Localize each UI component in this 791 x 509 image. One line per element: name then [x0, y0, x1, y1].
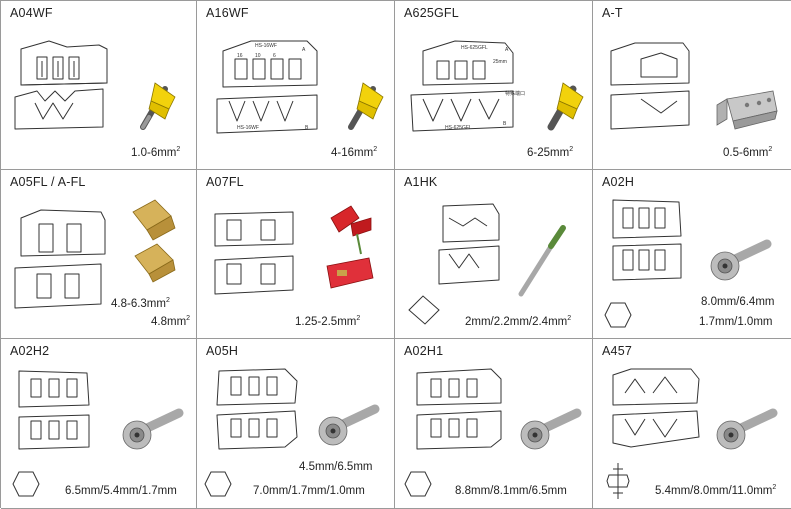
svg-text:B: B: [305, 125, 309, 131]
size-label: 7.0mm/1.7mm/1.0mm: [253, 485, 365, 497]
die-code: A16WF: [206, 6, 249, 20]
die-cell-a1hk: A1HK 2mm/2.2mm/2.4mm2: [395, 170, 593, 339]
size-label: 1.0-6mm2: [131, 146, 181, 159]
size-label: 8.0mm/6.4mm: [701, 296, 775, 308]
square-profile-icon: [408, 295, 440, 325]
ferrule-icon: [348, 82, 384, 130]
size-label: 4.5mm/6.5mm: [299, 461, 373, 473]
svg-text:A: A: [302, 47, 306, 53]
crimp-profile-icon: [606, 463, 630, 499]
size-label: 6-25mm2: [527, 146, 574, 159]
crimp-die-icon: [416, 368, 502, 450]
size-label: 5.4mm/8.0mm/11.0mm2: [655, 484, 777, 497]
size-label: 6.5mm/5.4mm/1.7mm: [65, 485, 177, 497]
die-code: A02H: [602, 175, 635, 189]
size-label: 0.5-6mm2: [723, 146, 773, 159]
size-label: 4.8mm2: [151, 315, 191, 328]
die-cell-a625gfl: A625GFL HS-625GFL A 25mm HS-625GFL B 特殊端…: [395, 1, 593, 170]
bnc-connector-icon: [520, 408, 582, 450]
ferrule-icon: [140, 82, 176, 130]
die-code: A1HK: [404, 175, 438, 189]
hex-profile-icon: [204, 471, 232, 497]
crimp-die-icon: [14, 40, 108, 130]
svg-text:6: 6: [273, 53, 276, 59]
svg-text:特殊端口: 特殊端口: [505, 90, 525, 97]
ferrule-icon: [547, 82, 584, 131]
die-code: A02H2: [10, 344, 50, 358]
die-cell-a07fl: A07FL 1.25-2.5mm2: [197, 170, 395, 339]
crimp-die-icon: [612, 199, 682, 281]
crimp-die-icon: [216, 368, 298, 450]
die-cell-a16wf: A16WF HS-16WF A 16 10 6 HS-16WF B 4-16mm…: [197, 1, 395, 170]
svg-text:25mm: 25mm: [493, 59, 507, 65]
hex-profile-icon: [604, 302, 632, 328]
pin-contact-icon: [518, 225, 566, 297]
svg-text:HS-16WF: HS-16WF: [255, 43, 277, 49]
crimp-die-icon: HS-625GFL A 25mm HS-625GFL B 特殊端口: [410, 40, 525, 132]
die-cell-a05fl: A05FL / A-FL 4.8-6.3mm2 4.8mm2: [1, 170, 197, 339]
bnc-connector-icon: [716, 408, 778, 450]
crimp-die-icon: [14, 209, 106, 309]
bnc-connector-icon: [710, 239, 772, 281]
die-cell-a05h: A05H 4.5mm/6.5mm 7.0mm/1.7mm/1.0mm: [197, 339, 395, 509]
tube-terminal-icon: [716, 90, 778, 130]
size-label: 1.25-2.5mm2: [295, 315, 361, 328]
die-code: A457: [602, 344, 632, 358]
die-cell-a457: A457 5.4mm/8.0mm/11.0mm2: [593, 339, 791, 509]
crimp-die-icon: [438, 203, 500, 285]
crimp-die-icon: [612, 368, 700, 448]
die-cell-a02h1: A02H1 8.8mm/8.1mm/6.5mm: [395, 339, 593, 509]
die-code: A04WF: [10, 6, 53, 20]
die-code: A07FL: [206, 175, 244, 189]
bnc-connector-icon: [122, 408, 184, 450]
svg-text:10: 10: [255, 53, 261, 59]
die-cell-a04wf: A04WF 1.0-6mm2: [1, 1, 197, 170]
size-label: 8.8mm/8.1mm/6.5mm: [455, 485, 567, 497]
spade-terminal-icon: [326, 205, 374, 289]
svg-text:HS-625GFL: HS-625GFL: [445, 125, 472, 131]
crimp-die-icon: HS-16WF A 16 10 6 HS-16WF B: [216, 40, 318, 134]
die-cell-a02h2: A02H2 6.5mm/5.4mm/1.7mm: [1, 339, 197, 509]
hex-profile-icon: [404, 471, 432, 497]
crimp-die-icon: [610, 42, 690, 130]
die-code: A625GFL: [404, 6, 459, 20]
svg-text:16: 16: [237, 53, 243, 59]
crimp-die-icon: [18, 370, 90, 450]
size-label: 4.8-6.3mm2: [111, 297, 170, 310]
die-code: A05H: [206, 344, 239, 358]
svg-text:HS-16WF: HS-16WF: [237, 125, 259, 131]
spade-terminal-icon: [132, 199, 176, 283]
die-code: A-T: [602, 6, 623, 20]
bnc-connector-icon: [318, 404, 380, 446]
size-label: 1.7mm/1.0mm: [699, 316, 773, 328]
hex-profile-icon: [12, 471, 40, 497]
svg-text:B: B: [503, 121, 507, 127]
crimp-die-icon: [214, 211, 294, 295]
size-label: 4-16mm2: [331, 146, 378, 159]
die-code: A02H1: [404, 344, 444, 358]
die-code: A05FL / A-FL: [10, 175, 86, 189]
die-cell-a02h: A02H 8.0mm/6.4mm 1.7mm/1.0mm: [593, 170, 791, 339]
svg-text:A: A: [505, 47, 509, 53]
die-cell-a-t: A-T 0.5-6mm2: [593, 1, 791, 170]
size-label: 2mm/2.2mm/2.4mm2: [465, 315, 572, 328]
svg-text:HS-625GFL: HS-625GFL: [461, 45, 488, 51]
